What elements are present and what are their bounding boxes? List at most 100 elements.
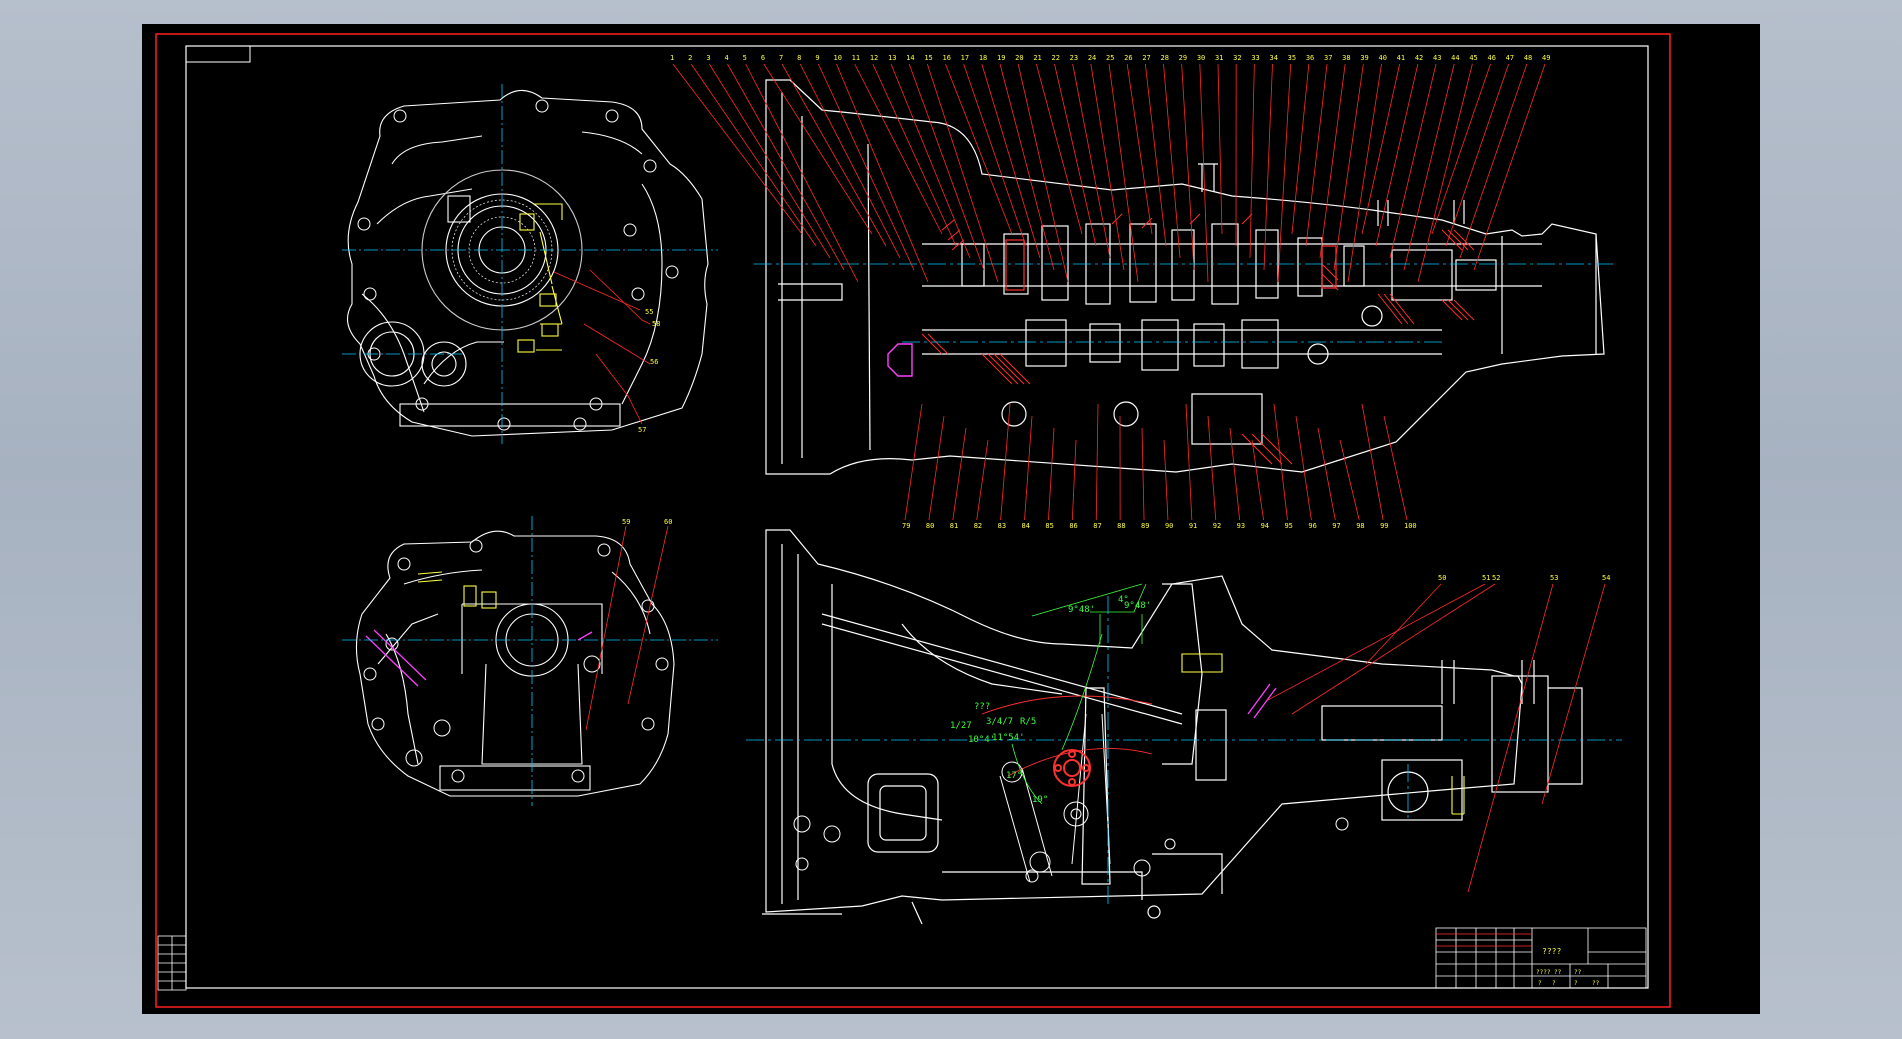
balloon-79: 79 xyxy=(902,522,910,530)
side-view-yellow xyxy=(1181,653,1465,815)
balloon-1: 1 xyxy=(670,54,674,62)
balloon-2: 2 xyxy=(688,54,692,62)
balloon-86: 86 xyxy=(1069,522,1077,530)
gear-rev-label: ??? xyxy=(974,702,990,712)
section-view-magenta xyxy=(887,343,913,377)
balloon-3: 3 xyxy=(706,54,710,62)
balloon-5: 5 xyxy=(743,54,747,62)
leader-line xyxy=(1347,63,1382,283)
leader-line xyxy=(1431,63,1491,235)
leader-line xyxy=(1072,63,1111,259)
leader-line xyxy=(1263,63,1273,271)
front-view-top-centerlines xyxy=(342,84,718,444)
leader-line xyxy=(904,403,923,521)
balloon-31: 31 xyxy=(1215,54,1223,62)
balloon-19: 19 xyxy=(997,54,1005,62)
balloon-45: 45 xyxy=(1469,54,1477,62)
sheet-border xyxy=(155,33,1671,1008)
balloon-43: 43 xyxy=(1433,54,1441,62)
side-view-green-dims xyxy=(1011,583,1147,805)
balloon-37: 37 xyxy=(1324,54,1332,62)
leader-line xyxy=(854,63,943,235)
balloon-35: 35 xyxy=(1288,54,1296,62)
leader-line xyxy=(745,63,859,283)
balloon-81: 81 xyxy=(950,522,958,530)
revision-strip xyxy=(157,935,187,991)
leader-line xyxy=(1277,63,1292,283)
balloon-53: 53 xyxy=(1550,574,1558,582)
leader-line xyxy=(1071,439,1077,521)
front-view-top-yellow xyxy=(517,203,563,353)
drawing-number-box xyxy=(185,45,251,63)
balloon-16: 16 xyxy=(943,54,951,62)
title-cell-6: ? xyxy=(1574,980,1578,987)
leader-line xyxy=(908,63,985,271)
leader-line xyxy=(1141,427,1145,521)
balloon-11: 11 xyxy=(852,54,860,62)
side-view-magenta xyxy=(1247,683,1277,719)
balloon-55: 55 xyxy=(645,308,653,316)
balloon-41: 41 xyxy=(1397,54,1405,62)
balloon-38: 38 xyxy=(1342,54,1350,62)
title-block-red xyxy=(1436,933,1532,947)
balloon-52: 52 xyxy=(1492,574,1500,582)
balloon-87: 87 xyxy=(1093,522,1101,530)
balloon-54: 54 xyxy=(1602,574,1610,582)
drawing-canvas: 1234567891011121314151617181920212223242… xyxy=(155,33,1671,1008)
drawing-frame xyxy=(185,45,1649,989)
balloon-39: 39 xyxy=(1360,54,1368,62)
leader-line xyxy=(1095,403,1099,521)
leader-line xyxy=(763,63,873,235)
leader-line xyxy=(1017,63,1069,283)
balloon-32: 32 xyxy=(1233,54,1241,62)
leader-line xyxy=(1144,63,1167,247)
leader-line xyxy=(1361,63,1401,235)
dim-a-label: 11°54' xyxy=(992,733,1025,743)
leader-line xyxy=(963,63,1027,247)
balloon-98: 98 xyxy=(1356,522,1364,530)
title-cell-3: ?? xyxy=(1574,969,1582,976)
front-top-balloons: 55 56 57 58 xyxy=(638,308,660,434)
balloon-40: 40 xyxy=(1379,54,1387,62)
leader-line xyxy=(1249,63,1255,259)
leader-line xyxy=(1217,63,1223,235)
leader-line xyxy=(1199,63,1209,283)
leader-line xyxy=(1126,63,1153,235)
leader-line xyxy=(1317,427,1336,521)
leader-line xyxy=(1181,63,1195,271)
balloon-56: 56 xyxy=(650,358,658,366)
balloon-22: 22 xyxy=(1052,54,1060,62)
leader-line xyxy=(952,427,967,521)
section-view-housing xyxy=(765,79,1605,475)
leader-line xyxy=(1185,403,1193,521)
front-bottom-balloons: 59 60 xyxy=(622,518,672,526)
leader-line xyxy=(945,63,1013,235)
leader-line xyxy=(1319,63,1346,259)
balloon-60: 60 xyxy=(664,518,672,526)
leader-line xyxy=(1295,415,1312,521)
balloon-8: 8 xyxy=(797,54,801,62)
leader-line xyxy=(1024,415,1033,521)
leader-line xyxy=(1163,439,1169,521)
balloon-6: 6 xyxy=(761,54,765,62)
leader-line xyxy=(1361,403,1384,521)
balloon-85: 85 xyxy=(1045,522,1053,530)
balloon-25: 25 xyxy=(1106,54,1114,62)
front-view-top xyxy=(346,89,709,437)
leader-line xyxy=(872,63,957,247)
front-view-bottom-yellow xyxy=(417,571,497,609)
leader-line xyxy=(799,63,901,259)
balloon-48: 48 xyxy=(1524,54,1532,62)
leader-line xyxy=(1305,63,1328,247)
balloon-93: 93 xyxy=(1237,522,1245,530)
leader-line xyxy=(981,63,1041,259)
balloon-28: 28 xyxy=(1161,54,1169,62)
front-view-bottom-centerlines xyxy=(342,516,718,806)
balloon-44: 44 xyxy=(1451,54,1459,62)
balloon-80: 80 xyxy=(926,522,934,530)
gear-34-label: 3/4/7 xyxy=(986,717,1013,727)
side-view-centerlines xyxy=(746,596,1622,904)
leader-line xyxy=(781,63,887,247)
